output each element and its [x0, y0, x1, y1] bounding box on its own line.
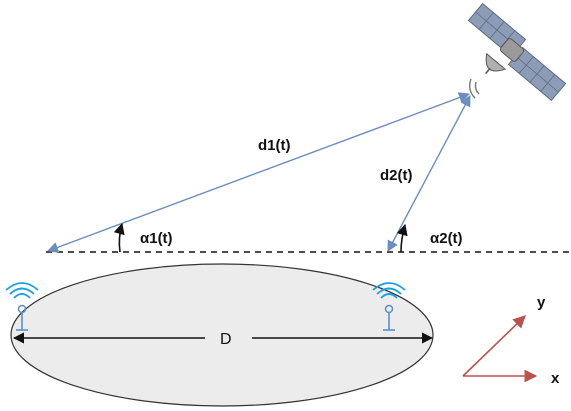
- antenna-left-icon: [5, 282, 39, 331]
- alpha2-arc: [396, 223, 408, 253]
- axis-x-label: x: [551, 370, 560, 387]
- axis-y-arrow: [462, 315, 526, 377]
- d2-label: d2(t): [380, 167, 413, 184]
- distance-label: D: [220, 331, 232, 348]
- alpha2-label: α2(t): [430, 230, 463, 247]
- d1-label: d1(t): [258, 137, 291, 154]
- satellite-icon: [467, 2, 567, 102]
- coordinate-axes: y x: [462, 294, 560, 387]
- alpha1-label: α1(t): [140, 230, 173, 247]
- alpha1-arc: [113, 222, 125, 253]
- axis-y-label: y: [537, 294, 546, 311]
- antenna-right-icon: [372, 282, 406, 331]
